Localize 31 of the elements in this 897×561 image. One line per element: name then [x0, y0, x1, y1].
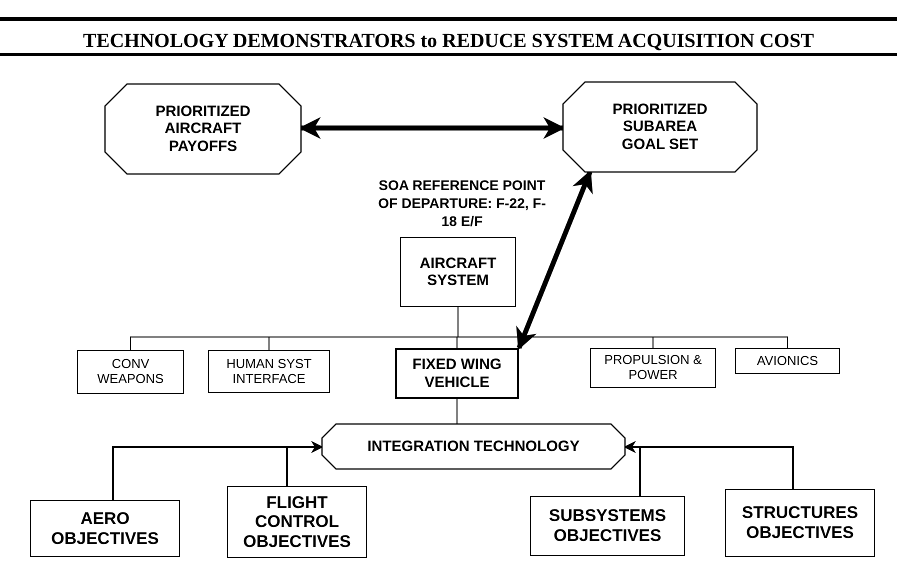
process-box	[400, 237, 516, 307]
arrow	[286, 441, 324, 486]
node-label: PRIORITIZED AIRCRAFT PAYOFFS	[154, 103, 252, 155]
octagon-node	[105, 84, 301, 174]
process-box	[530, 496, 685, 556]
process-box	[208, 350, 330, 393]
node-label: PROPULSION & POWER	[603, 353, 703, 383]
node-label: AERO OBJECTIVES	[50, 508, 160, 548]
node-label: SUBSYSTEMS OBJECTIVES	[548, 506, 668, 546]
process-box	[735, 348, 840, 374]
node-label: FLIGHT CONTROL OBJECTIVES	[242, 492, 352, 552]
connector-line	[456, 398, 458, 424]
annotation-text: SOA REFERENCE POINT OF DEPARTURE: F-22, F-18 E/F	[377, 176, 547, 231]
node-label: CONV WEAPONS	[96, 357, 165, 387]
node-label: STRUCTURES OBJECTIVES	[740, 503, 860, 543]
node-label: FIXED WING VEHICLE	[411, 356, 503, 391]
node-label: PRIORITIZED SUBAREA GOAL SET	[611, 101, 708, 153]
process-box	[590, 348, 716, 388]
arrow	[624, 441, 794, 489]
octagon-node	[322, 424, 625, 469]
diagram-title: TECHNOLOGY DEMONSTRATORS to REDUCE SYSTEM ACQUISITION COST	[82, 30, 815, 53]
node-label: HUMAN SYST INTERFACE	[225, 356, 313, 386]
process-box	[77, 350, 184, 394]
process-box	[30, 500, 180, 557]
node-label: AIRCRAFT SYSTEM	[418, 254, 498, 290]
octagon-node	[563, 82, 757, 172]
process-box	[725, 489, 875, 557]
process-box	[395, 348, 519, 399]
process-box	[227, 486, 367, 558]
node-label: INTEGRATION TECHNOLOGY	[367, 438, 580, 456]
node-label: AVIONICS	[756, 354, 818, 368]
